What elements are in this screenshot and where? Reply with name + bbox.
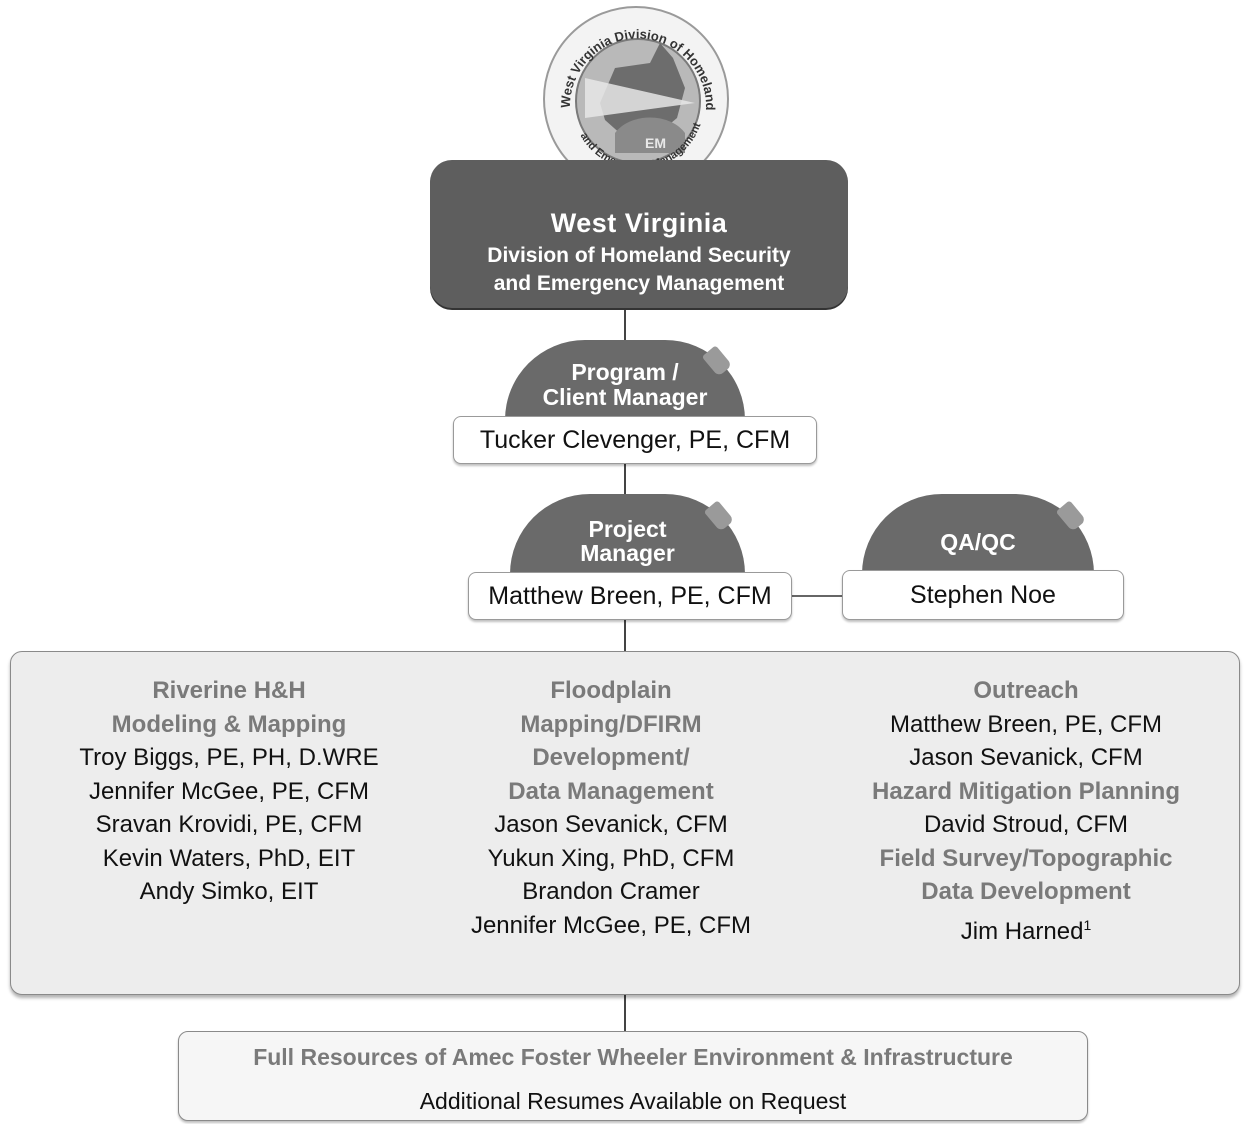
- team-floodplain-heading-line3: Development/: [532, 744, 690, 771]
- footnote-marker: 1: [1083, 916, 1092, 933]
- qaqc-role-header: QA/QC: [862, 494, 1094, 574]
- connector-project-to-teams: [624, 618, 626, 652]
- team-member: Yukun Xing, PhD, CFM: [487, 844, 735, 872]
- team-member: Brandon Cramer: [522, 878, 700, 905]
- project-manager-name: Matthew Breen, PE, CFM: [488, 582, 772, 610]
- agency-box: West Virginia Division of Homeland Secur…: [430, 160, 848, 308]
- team-member: Jennifer McGee, PE, CFM: [470, 911, 752, 939]
- team-floodplain-heading-line2: Mapping/DFIRM: [520, 710, 702, 738]
- team-member: Troy Biggs, PE, PH, D.WRE: [79, 744, 379, 771]
- agency-title: West Virginia: [550, 208, 728, 238]
- team-riverine: Riverine H&H Modeling & Mapping Troy Big…: [29, 674, 429, 909]
- team-survey-heading-line2: Data Development: [921, 878, 1131, 905]
- footer-box: Full Resources of Amec Foster Wheeler En…: [178, 1031, 1088, 1121]
- team-member: David Stroud, CFM: [923, 811, 1129, 838]
- team-member: Kevin Waters, PhD, EIT: [102, 844, 356, 872]
- program-manager-role-line1: Program /: [571, 359, 679, 385]
- team-riverine-heading-line1: Riverine H&H: [152, 677, 306, 704]
- team-hazard-heading: Hazard Mitigation Planning: [871, 777, 1180, 805]
- program-manager-name: Tucker Clevenger, PE, CFM: [479, 426, 791, 454]
- team-member: Jason Sevanick, CFM: [909, 744, 1143, 771]
- project-manager-role-line1: Project: [588, 516, 667, 542]
- seal-center-text: EM: [645, 135, 666, 151]
- qaqc-role: QA/QC: [940, 529, 1016, 555]
- program-manager-name-box: Tucker Clevenger, PE, CFM: [453, 416, 817, 464]
- program-manager-role-line2: Client Manager: [542, 384, 708, 410]
- qaqc-name-box: Stephen Noe: [842, 570, 1124, 620]
- team-member: Matthew Breen, PE, CFM: [889, 710, 1163, 738]
- team-member-with-note: Jim Harned1: [826, 909, 1226, 949]
- qaqc-name: Stephen Noe: [910, 581, 1056, 609]
- agency-seal-logo: West Virginia Division of Homeland Secur…: [543, 6, 729, 192]
- team-outreach-heading: Outreach: [973, 677, 1079, 704]
- team-riverine-heading-line2: Modeling & Mapping: [111, 710, 347, 738]
- project-manager-role-header: Project Manager: [510, 494, 745, 574]
- team-outreach: Outreach Matthew Breen, PE, CFM Jason Se…: [826, 674, 1226, 948]
- footer-title: Full Resources of Amec Foster Wheeler En…: [253, 1044, 1013, 1070]
- connector-teams-to-footer: [624, 995, 626, 1031]
- project-manager-name-box: Matthew Breen, PE, CFM: [468, 572, 792, 620]
- team-member: Jason Sevanick, CFM: [494, 811, 728, 838]
- seal-graphic: West Virginia Division of Homeland Secur…: [545, 8, 718, 172]
- team-member: Jim Harned: [960, 917, 1084, 945]
- team-floodplain-heading-line1: Floodplain: [550, 677, 672, 704]
- connector-project-to-qaqc: [790, 595, 842, 597]
- agency-subtitle-line2: and Emergency Management: [493, 272, 785, 295]
- agency-subtitle-line1: Division of Homeland Security: [487, 244, 791, 267]
- team-member: Jennifer McGee, PE, CFM: [88, 777, 370, 805]
- project-manager-role-line2: Manager: [580, 540, 675, 566]
- team-panel: Riverine H&H Modeling & Mapping Troy Big…: [10, 651, 1240, 995]
- team-floodplain: Floodplain Mapping/DFIRM Development/ Da…: [421, 674, 801, 942]
- team-member: Sravan Krovidi, PE, CFM: [95, 811, 363, 838]
- team-floodplain-heading-line4: Data Management: [508, 777, 714, 805]
- team-survey-heading-line1: Field Survey/Topographic: [879, 844, 1173, 872]
- footer-subtitle: Additional Resumes Available on Request: [419, 1088, 847, 1114]
- team-member: Andy Simko, EIT: [139, 878, 319, 905]
